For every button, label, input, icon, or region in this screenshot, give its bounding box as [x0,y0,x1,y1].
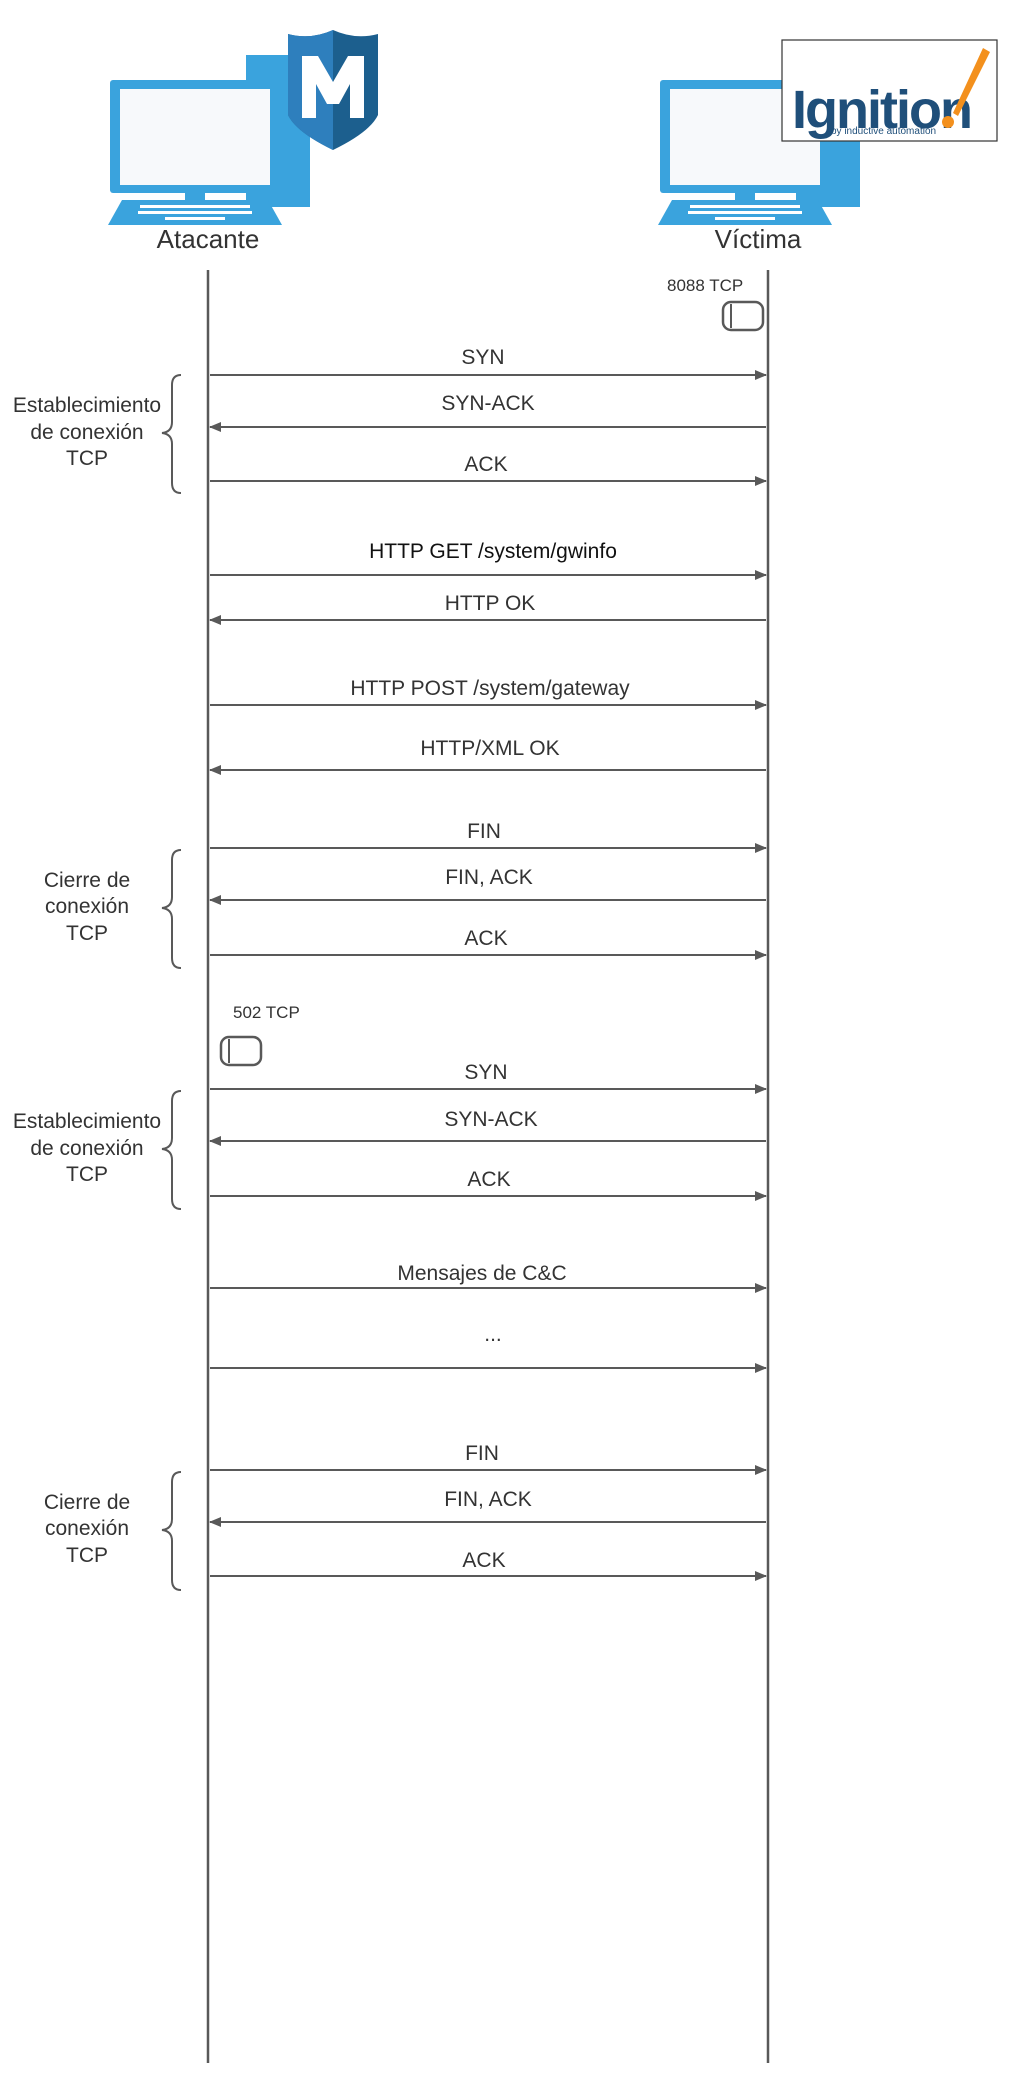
message-label-m7: HTTP/XML OK [420,737,559,760]
message-label-m15: ... [484,1323,502,1346]
metasploit-shield-icon [288,30,378,150]
message-label-m18: ACK [462,1549,505,1572]
ignition-logo-text: Ignition [792,80,971,140]
phase-brace [161,1471,182,1591]
phase-label-line: Establecimiento [13,394,161,417]
port-connector-icon [721,300,765,332]
phase-brace [161,1090,182,1210]
message-label-m17: FIN, ACK [444,1488,532,1511]
message-label-m2: SYN-ACK [441,392,534,415]
message-label-m11: SYN [464,1061,507,1084]
phase-label-line: de conexión [30,421,143,444]
phase-brace [161,374,182,494]
port-label-502: 502 TCP [233,1003,300,1022]
phase-label-line: TCP [66,1544,108,1567]
attacker-computer-icon [108,55,310,225]
message-label-m13: ACK [467,1168,510,1191]
phase-label-line: TCP [66,922,108,945]
message-label-m9: FIN, ACK [445,866,533,889]
victim-label: Víctima [715,224,802,254]
phase-label-line: TCP [66,1163,108,1186]
message-label-m6: HTTP POST /system/gateway [350,677,630,700]
message-label-m16: FIN [465,1442,499,1465]
message-label-m3: ACK [464,453,507,476]
phase-label-line: conexión [45,1517,129,1540]
phase-label-line: de conexión [30,1137,143,1160]
phase-brace [161,849,182,969]
message-label-m12: SYN-ACK [444,1108,537,1131]
phase-label-line: conexión [45,895,129,918]
message-label-m4: HTTP GET /system/gwinfo [369,540,617,563]
attacker-label: Atacante [157,224,260,254]
message-label-m8: FIN [467,820,501,843]
message-label-m5: HTTP OK [445,592,536,615]
message-label-m10: ACK [464,927,507,950]
message-label-m14: Mensajes de C&C [397,1262,566,1285]
phase-label-line: Establecimiento [13,1110,161,1133]
ignition-logo-subtext: by inductive automation [831,126,936,137]
ignition-logo: Ignition by inductive automation [781,39,998,142]
message-label-m1: SYN [461,346,504,369]
phase-label-line: TCP [66,447,108,470]
phase-label-line: Cierre de [44,1491,130,1514]
phase-label-line: Cierre de [44,869,130,892]
port-connector-icon [219,1035,263,1067]
port-label-8088: 8088 TCP [667,276,743,295]
message-arrows [209,370,767,1581]
